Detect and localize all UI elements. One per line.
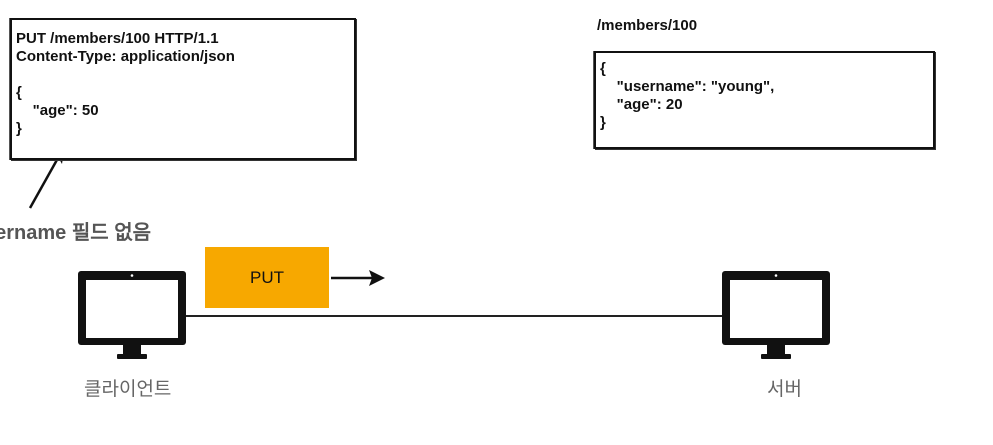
server-label: 서버 [767, 379, 802, 400]
resource-title: /members/100 [597, 17, 698, 34]
put-method-label: PUT [250, 267, 284, 287]
request-message-box: PUT /members/100 HTTP/1.1 Content-Type: … [10, 18, 356, 160]
resource-line: "username": "young", [600, 78, 775, 95]
request-line: } [16, 120, 22, 137]
put-method-box: PUT [205, 247, 329, 308]
server-monitor-icon [722, 271, 830, 359]
request-line: "age": 50 [16, 102, 99, 119]
request-line [16, 66, 350, 84]
request-line: PUT /members/100 HTTP/1.1 [16, 30, 219, 47]
put-arrow-icon [331, 270, 385, 286]
request-line: { [16, 84, 22, 101]
resource-line: "age": 20 [600, 96, 683, 113]
client-label: 클라이언트 [84, 379, 172, 400]
missing-field-note: sername 필드 없음 [0, 222, 151, 244]
resource-box: { "username": "young", "age": 20 } [594, 51, 935, 149]
resource-line: } [600, 114, 606, 131]
request-line: Content-Type: application/json [16, 48, 235, 65]
resource-line: { [600, 60, 606, 77]
client-monitor-icon [78, 271, 186, 359]
